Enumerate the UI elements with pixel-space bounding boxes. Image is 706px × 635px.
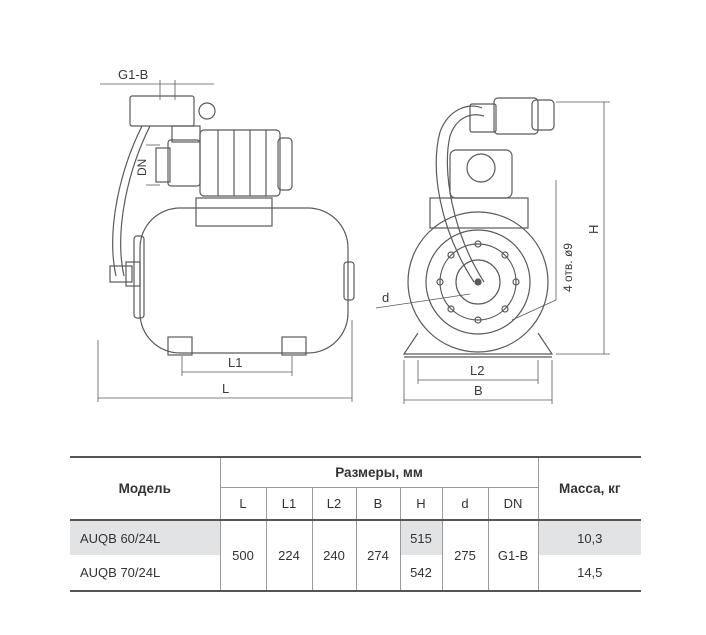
label-b: B xyxy=(474,383,483,398)
col-header-d: d xyxy=(442,487,489,521)
col-header-l1: L1 xyxy=(266,487,313,521)
cell-l2: 240 xyxy=(312,520,357,592)
technical-drawing: G1-B DN L1 L d 4 отв. ø9 H L2 B xyxy=(97,67,610,404)
row-h: 542 xyxy=(400,555,443,592)
tank-body xyxy=(139,207,349,354)
col-header-b: B xyxy=(356,487,401,521)
table-row: AUQB 70/24L 542 14,5 xyxy=(70,555,641,592)
row-mass: 14,5 xyxy=(538,555,641,592)
header-model: Модель xyxy=(70,456,221,521)
tank-foot-left xyxy=(167,336,193,356)
motor-housing xyxy=(199,129,281,197)
spec-table: Модель Размеры, мм Масса, кг L L1 L2 B H… xyxy=(70,456,641,592)
pressure-hose xyxy=(112,125,143,277)
col-header-dn: DN xyxy=(488,487,539,521)
label-d: d xyxy=(382,290,389,305)
side-view xyxy=(109,95,355,356)
pressure-switch xyxy=(129,95,195,127)
label-dn: DN xyxy=(135,159,149,176)
dimension-lines xyxy=(97,80,610,404)
cell-dn: G1-B xyxy=(488,520,539,592)
cell-l1: 224 xyxy=(266,520,313,592)
label-g1b: G1-B xyxy=(118,67,148,82)
front-view xyxy=(402,97,555,358)
table-row: AUQB 60/24L 500 224 240 274 515 275 G1-B… xyxy=(70,520,641,592)
header-mass: Масса, кг xyxy=(538,456,641,521)
row-model: AUQB 60/24L xyxy=(70,520,221,555)
cell-b: 274 xyxy=(356,520,401,592)
col-header-h: H xyxy=(400,487,443,521)
row-h: 515 xyxy=(400,520,443,555)
label-h: H xyxy=(586,225,601,234)
col-header-l: L xyxy=(220,487,267,521)
tank-end-outer xyxy=(407,211,549,353)
tank-foot-right xyxy=(281,336,307,356)
label-l2: L2 xyxy=(470,363,484,378)
row-model: AUQB 70/24L xyxy=(70,555,221,592)
cell-d: 275 xyxy=(442,520,489,592)
cell-l: 500 xyxy=(220,520,267,592)
row-mass: 10,3 xyxy=(538,520,641,555)
label-l: L xyxy=(222,381,229,396)
label-l1: L1 xyxy=(228,355,242,370)
col-header-l2: L2 xyxy=(312,487,357,521)
header-dimensions: Размеры, мм xyxy=(220,456,539,488)
label-holes: 4 отв. ø9 xyxy=(561,243,575,292)
